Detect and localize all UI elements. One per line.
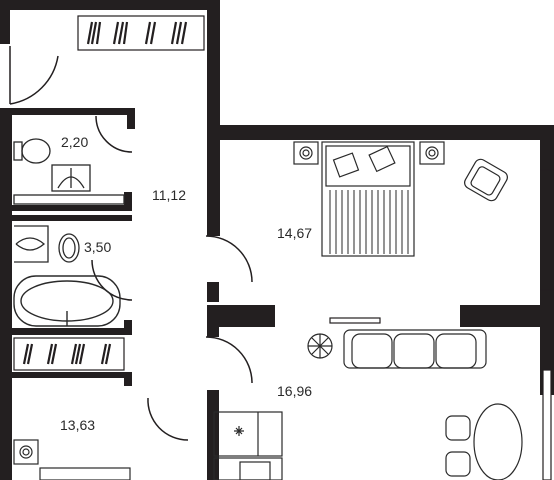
wardrobe-lower [13, 337, 125, 371]
armchair-icon [464, 158, 508, 202]
door-swings [9, 46, 253, 441]
plant-icon [307, 333, 333, 359]
room-area-bedroom: 14,67 [277, 225, 312, 241]
nightstand-left [293, 141, 319, 165]
bed-lower [39, 467, 131, 480]
washbasin-icon [14, 225, 49, 263]
wardrobe-top [77, 15, 205, 51]
kitchen-counter [213, 411, 283, 480]
room-area-bath: 3,50 [84, 239, 111, 255]
dining-table-icon [473, 403, 523, 480]
shower-drain-icon [58, 233, 80, 263]
dining-chairs-icon [445, 415, 471, 477]
room-area-second-bedroom: 13,63 [60, 417, 95, 433]
double-bed-icon [321, 141, 415, 257]
sofa-icon [343, 329, 487, 369]
window [329, 169, 554, 480]
nightstand-right [419, 141, 445, 165]
nightstand-lower [13, 439, 39, 465]
bathtub-icon [13, 275, 121, 327]
room-area-hall: 11,12 [152, 187, 186, 203]
room-area-wc: 2,20 [61, 134, 88, 150]
toilet-icon [13, 138, 51, 164]
sink-icon [51, 164, 91, 192]
area-labels: 2,20 11,12 3,50 14,67 16,96 13,63 [60, 134, 312, 433]
counter [13, 194, 125, 205]
room-area-living-kitchen: 16,96 [277, 383, 312, 399]
